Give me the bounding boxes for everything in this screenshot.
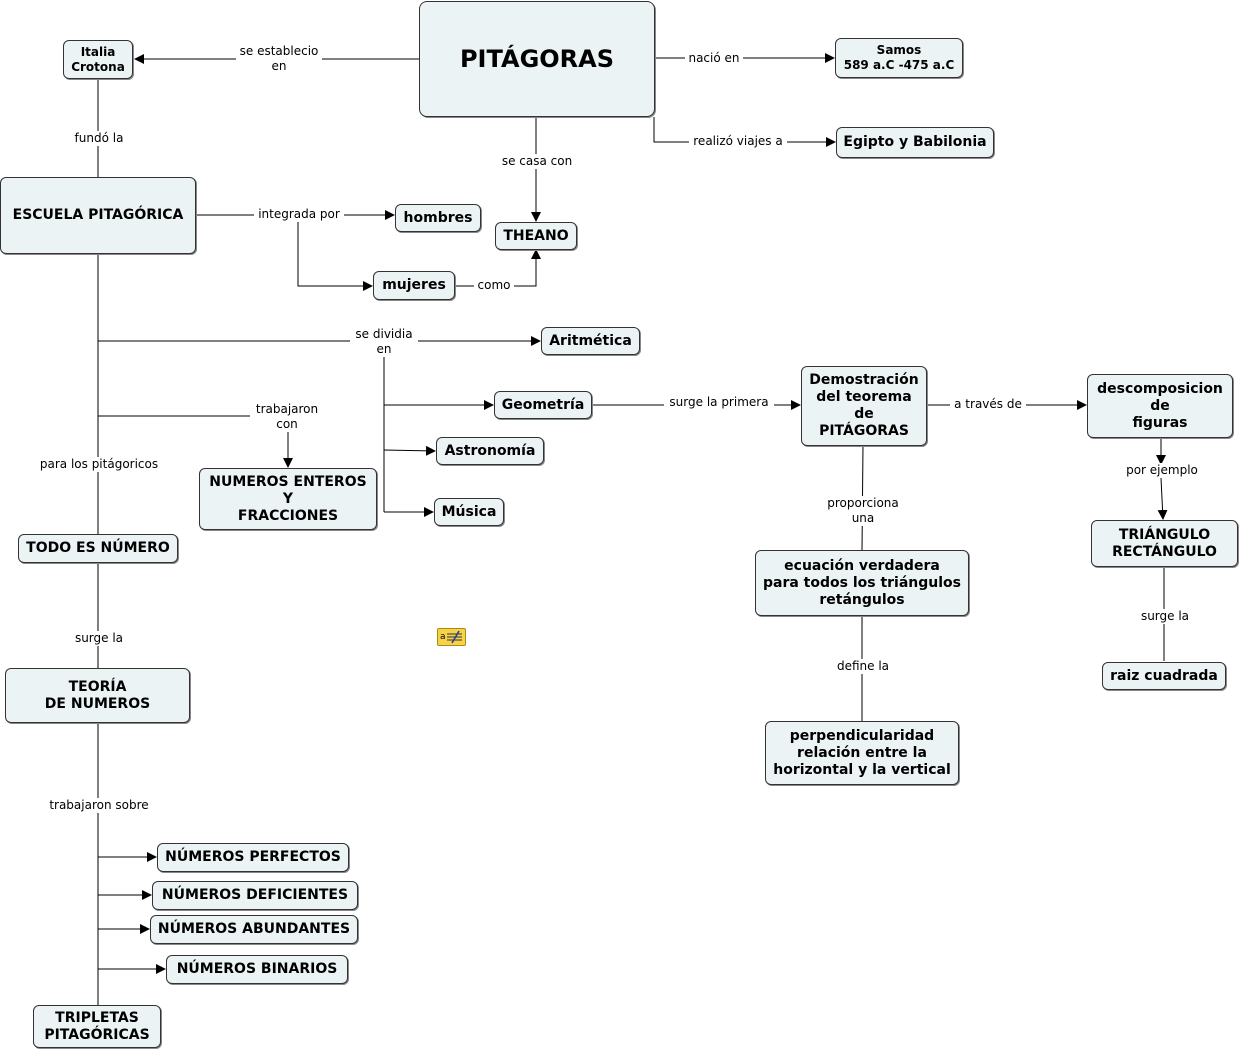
node-mujeres[interactable]: mujeres xyxy=(373,271,455,300)
link-label-surge-la: surge la xyxy=(70,631,128,646)
node-numeros-deficientes[interactable]: NÚMEROS DEFICIENTES xyxy=(152,881,358,910)
node-musica[interactable]: Música xyxy=(434,498,504,526)
link-label-proporciona-una: proporciona una xyxy=(822,496,904,526)
node-samos[interactable]: Samos 589 a.C -475 a.C xyxy=(835,38,963,78)
link-label-nacio-en: nació en xyxy=(685,51,743,66)
node-numeros-perfectos[interactable]: NÚMEROS PERFECTOS xyxy=(157,843,349,872)
link-label-se-casa-con: se casa con xyxy=(496,154,578,169)
link-label-define-la: define la xyxy=(832,659,894,674)
node-astronomia[interactable]: Astronomía xyxy=(436,437,544,465)
node-egipto-babilonia[interactable]: Egipto y Babilonia xyxy=(836,127,994,158)
node-italia-crotona[interactable]: Italia Crotona xyxy=(63,40,133,79)
note-icon-glyph: a xyxy=(440,630,462,644)
node-descomposicion-figuras[interactable]: descomposicion de figuras xyxy=(1087,374,1233,438)
link-label-se-establecio: se establecio en xyxy=(236,44,322,74)
node-theano[interactable]: THEANO xyxy=(495,222,577,250)
node-numeros-enteros-fracciones[interactable]: NUMEROS ENTEROS Y FRACCIONES xyxy=(199,468,377,530)
link-label-fundo-la: fundó la xyxy=(70,131,128,146)
node-perpendicularidad[interactable]: perpendicularidad relación entre la hori… xyxy=(765,721,959,785)
node-ecuacion-verdadera[interactable]: ecuación verdadera para todos los triáng… xyxy=(755,550,969,616)
link-label-por-ejemplo: por ejemplo xyxy=(1120,463,1204,478)
link-label-a-traves-de: a través de xyxy=(950,397,1026,412)
link-label-trabajaron-con: trabajaron con xyxy=(250,402,324,432)
node-triangulo-rectangulo[interactable]: TRIÁNGULO RECTÁNGULO xyxy=(1091,520,1238,567)
link-label-realizo-viajes: realizó viajes a xyxy=(689,134,787,149)
node-tripletas-pitagoricas[interactable]: TRIPLETAS PITAGÓRICAS xyxy=(33,1005,161,1048)
node-teoria-de-numeros[interactable]: TEORÍA DE NUMEROS xyxy=(5,668,190,723)
link-label-se-dividia: se dividia en xyxy=(350,327,418,357)
link-label-para-los-pitagoricos: para los pitágoricos xyxy=(34,457,164,472)
link-label-surge-la-raiz: surge la xyxy=(1136,609,1194,624)
node-aritmetica[interactable]: Aritmética xyxy=(541,327,640,355)
node-raiz-cuadrada[interactable]: raiz cuadrada xyxy=(1102,662,1226,690)
node-geometria[interactable]: Geometría xyxy=(494,391,592,419)
node-todo-es-numero[interactable]: TODO ES NÚMERO xyxy=(18,534,178,563)
node-demostracion-teorema[interactable]: Demostración del teorema de PITÁGORAS xyxy=(801,366,927,446)
link-label-surge-la-primera: surge la primera xyxy=(664,395,774,410)
node-escuela-pitagorica[interactable]: ESCUELA PITAGÓRICA xyxy=(0,177,196,254)
node-numeros-binarios[interactable]: NÚMEROS BINARIOS xyxy=(166,955,348,984)
link-label-integrada-por: integrada por xyxy=(254,207,344,222)
svg-text:a: a xyxy=(440,632,446,642)
note-icon[interactable]: a xyxy=(437,628,466,646)
node-numeros-abundantes[interactable]: NÚMEROS ABUNDANTES xyxy=(150,915,358,944)
node-hombres[interactable]: hombres xyxy=(395,204,481,232)
link-label-como: como xyxy=(474,278,514,293)
node-pitagoras[interactable]: PITÁGORAS xyxy=(419,1,655,117)
link-label-trabajaron-sobre: trabajaron sobre xyxy=(43,798,155,813)
